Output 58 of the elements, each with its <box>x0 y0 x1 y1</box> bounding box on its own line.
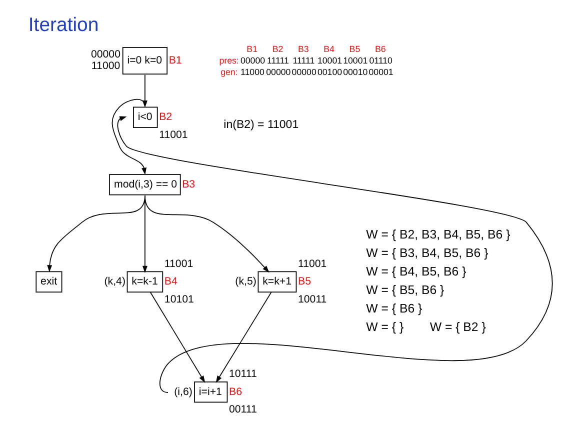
node-box: exit <box>36 271 62 293</box>
node-box: i=0 k=0 <box>122 47 168 74</box>
label: W = { B2 } <box>430 320 486 334</box>
node-label: (i,6) <box>174 386 192 398</box>
node-label: (k,5) <box>235 276 256 288</box>
label: 00000 <box>292 66 316 77</box>
label: W = { B4, B5, B6 } <box>366 264 466 278</box>
arrow <box>117 116 553 393</box>
label: 00100 <box>317 66 342 77</box>
label: B4 <box>324 44 334 54</box>
node-label: 00111 <box>229 403 257 416</box>
arrow <box>216 292 272 383</box>
node-label: 11000 <box>91 60 120 72</box>
label: gen: <box>220 66 238 77</box>
arrow <box>144 195 270 273</box>
label: 01110 <box>369 55 392 66</box>
node-label: 11001 <box>159 128 188 141</box>
node-label: 00000 <box>90 48 121 61</box>
node-label: B4 <box>164 276 178 288</box>
label: 10001 <box>317 55 342 66</box>
node-label: B6 <box>229 386 242 398</box>
node-label: 11001 <box>164 258 194 270</box>
label: 00001 <box>368 66 394 77</box>
node-box: k=k-1 <box>126 271 164 293</box>
node-box: mod(i,3) == 0 <box>109 174 181 196</box>
label: W = { B3, B4, B5, B6 } <box>366 246 488 260</box>
node-label: B1 <box>168 54 182 66</box>
label: 11000 <box>240 66 264 77</box>
label: W = { B5, B6 } <box>366 283 444 298</box>
node-label: B2 <box>159 111 172 124</box>
node-box: k=k+1 <box>258 271 297 293</box>
label: B5 <box>349 44 360 54</box>
label: B2 <box>272 44 284 54</box>
node-label: 10101 <box>164 293 194 306</box>
label: B1 <box>246 44 258 54</box>
label: W = { B6 } <box>366 302 422 316</box>
label: 11111 <box>292 55 315 66</box>
node-label: 10111 <box>229 368 257 380</box>
node-box: i<0 <box>133 106 158 128</box>
node-box: i=i+1 <box>194 381 228 403</box>
label: W = { B2, B3, B4, B5, B6 } <box>366 227 510 242</box>
node-label: 10011 <box>298 293 327 306</box>
label: 00000 <box>240 55 266 66</box>
node-label: (k,4) <box>104 276 126 288</box>
label: B6 <box>374 44 386 54</box>
node-label: 11001 <box>298 258 327 270</box>
label: 00010 <box>343 66 368 77</box>
label: 10001 <box>343 55 368 66</box>
node-label: B5 <box>298 276 311 288</box>
label: B3 <box>298 44 309 54</box>
label: 11111 <box>267 55 289 66</box>
label: W = { } <box>366 320 404 334</box>
diagram-title: Iteration <box>28 14 99 36</box>
arrow <box>150 292 206 383</box>
label: pres: <box>219 55 239 66</box>
label: 00000 <box>266 66 291 77</box>
node-label: B3 <box>182 178 196 190</box>
label: in(B2) = 11001 <box>224 118 299 131</box>
